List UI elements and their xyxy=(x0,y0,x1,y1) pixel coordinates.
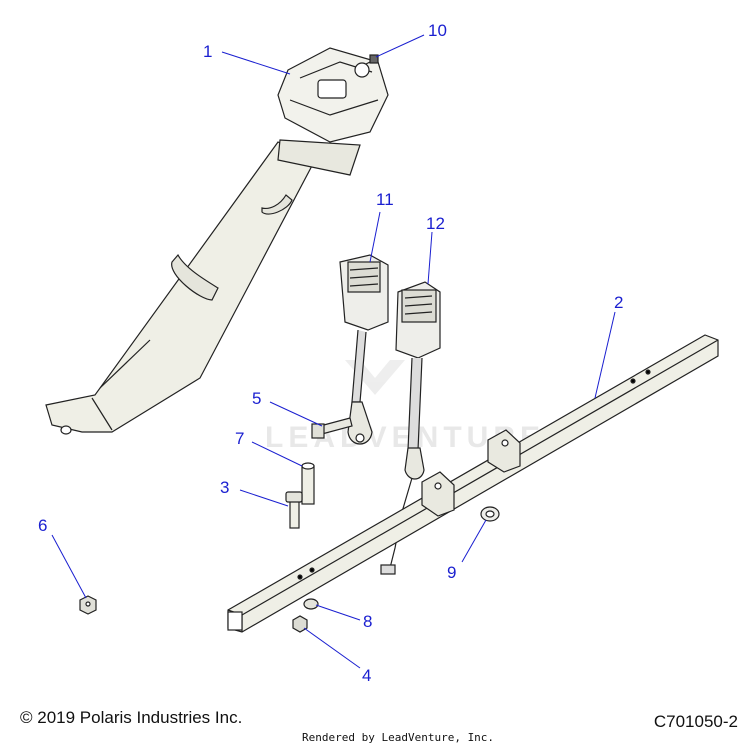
leader-12 xyxy=(427,231,433,285)
leader-lines xyxy=(51,34,616,669)
leader-4 xyxy=(303,627,361,669)
callout-11: 11 xyxy=(376,190,394,209)
leader-11 xyxy=(369,211,381,263)
callout-4: 4 xyxy=(362,666,371,685)
callout-labels: 1 2 3 4 5 6 7 8 9 10 11 12 xyxy=(38,21,623,685)
crossbar-tube-part-2[interactable] xyxy=(227,334,719,633)
callout-10: 10 xyxy=(428,21,447,40)
leader-2 xyxy=(594,311,616,399)
nut-part-8[interactable] xyxy=(303,598,319,610)
drawing-id: C701050-2 xyxy=(653,712,738,731)
retractor-sensor-part-10[interactable] xyxy=(365,54,379,65)
leader-9 xyxy=(461,519,487,563)
bolt-part-5[interactable] xyxy=(311,417,353,439)
leader-10 xyxy=(375,34,425,58)
leader-3 xyxy=(239,489,289,507)
nut-part-4[interactable] xyxy=(292,615,308,633)
leader-6 xyxy=(51,534,87,599)
callout-6: 6 xyxy=(38,516,47,535)
callout-9: 9 xyxy=(447,563,456,582)
leader-1 xyxy=(221,51,291,75)
callout-5: 5 xyxy=(252,389,261,408)
callout-12: 12 xyxy=(426,214,445,233)
seat-belt-buckle-part-12[interactable] xyxy=(380,281,441,575)
callout-7: 7 xyxy=(235,429,244,448)
seat-belt-retractor-part-1[interactable] xyxy=(45,47,389,435)
callout-8: 8 xyxy=(363,612,372,631)
bolt-part-3[interactable] xyxy=(285,491,303,529)
callout-2: 2 xyxy=(614,293,623,312)
copyright-notice: © 2019 Polaris Industries Inc. xyxy=(20,708,243,727)
leader-7 xyxy=(251,441,303,467)
nut-part-6[interactable] xyxy=(79,595,97,615)
callout-3: 3 xyxy=(220,478,229,497)
leader-8 xyxy=(315,604,361,621)
spacer-part-7[interactable] xyxy=(301,462,315,505)
callout-1: 1 xyxy=(203,42,212,61)
seat-belt-buckle-part-11[interactable] xyxy=(339,254,389,445)
leader-5 xyxy=(269,401,323,427)
washer-part-9[interactable] xyxy=(480,506,500,522)
rendered-by-credit: Rendered by LeadVenture, Inc. xyxy=(302,731,495,744)
